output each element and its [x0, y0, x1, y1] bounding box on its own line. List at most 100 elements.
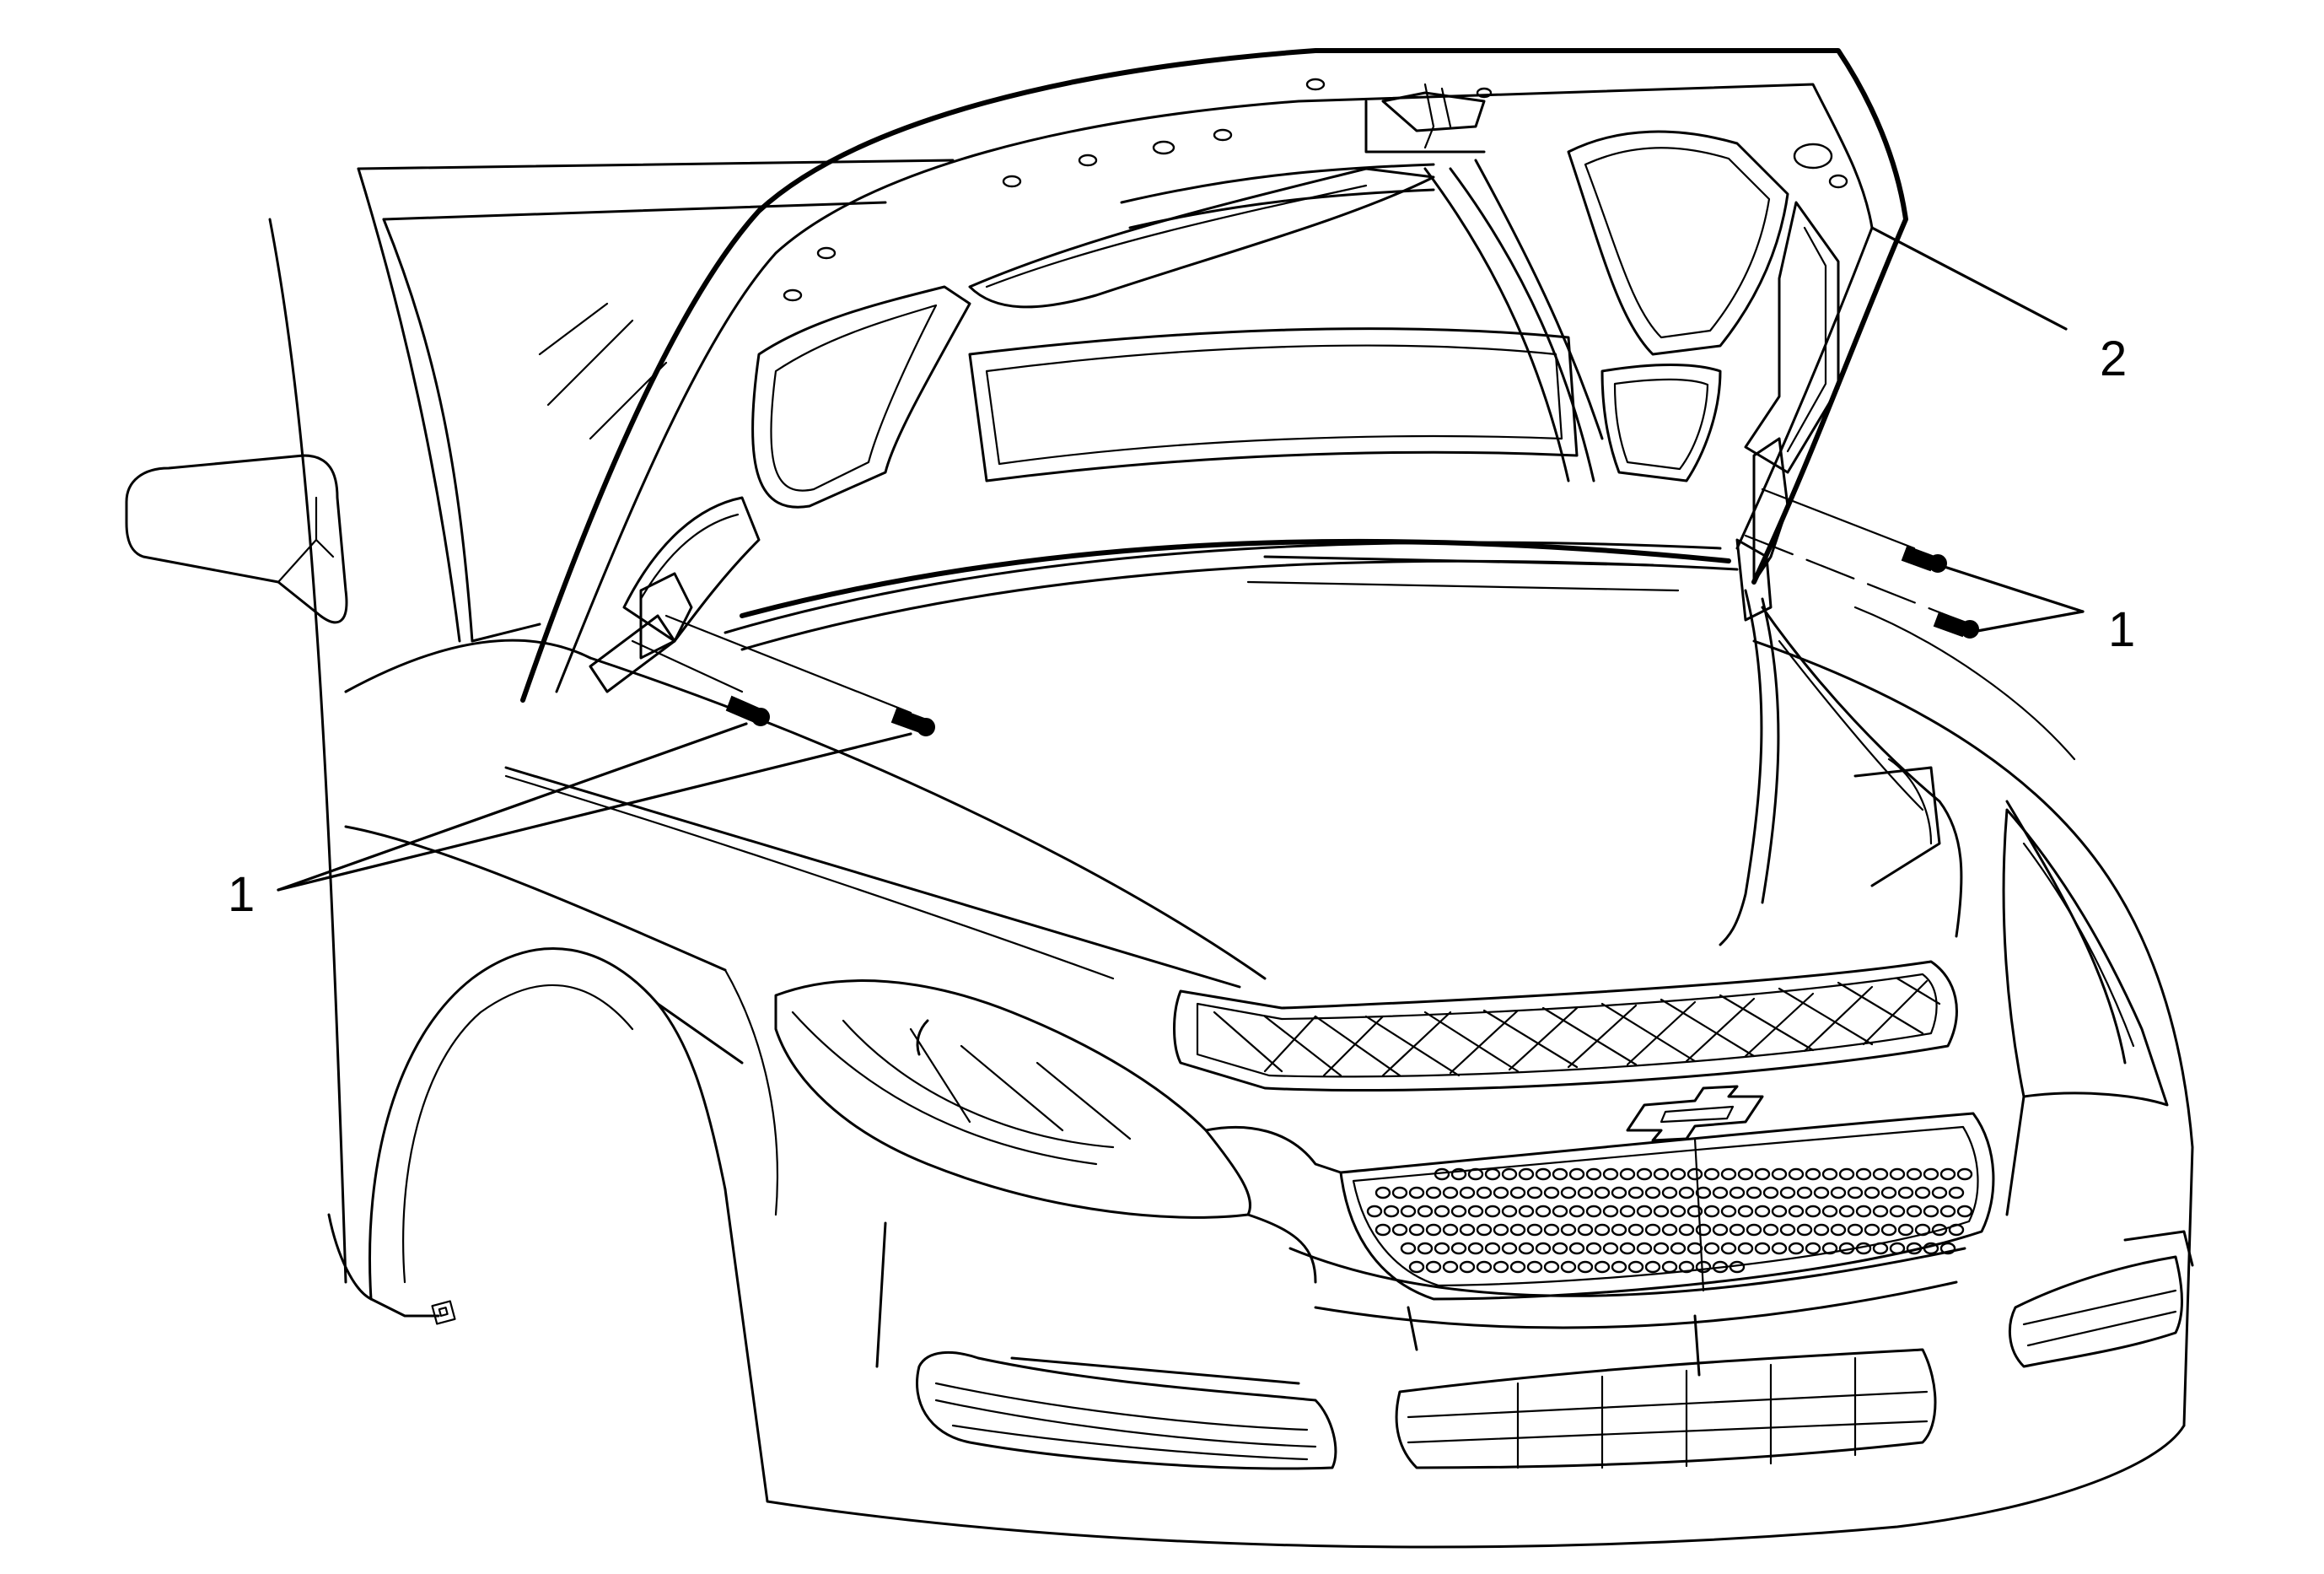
grille-hole [1543, 1186, 1560, 1199]
grille-hole [1476, 1223, 1493, 1237]
grille-hole [1914, 1223, 1931, 1237]
grille-hole [1501, 1205, 1518, 1218]
grille-hole [1864, 1223, 1880, 1237]
grille-hole [1923, 1167, 1939, 1181]
grille-hole [1493, 1260, 1509, 1274]
grille-hole [1585, 1167, 1602, 1181]
grille-hole [1509, 1260, 1526, 1274]
grille-hole [1796, 1223, 1813, 1237]
grille-hole [1805, 1167, 1821, 1181]
grille-hole [1408, 1186, 1425, 1199]
grille-hole [1442, 1223, 1459, 1237]
grille-hole [1754, 1167, 1771, 1181]
grille-hole [1627, 1260, 1644, 1274]
grille-hole [1653, 1242, 1670, 1255]
grille-hole [1568, 1205, 1585, 1218]
grille-hole [1400, 1205, 1417, 1218]
bolt-right-lower [1933, 611, 1979, 639]
vehicle-body [125, 159, 2194, 1549]
grille-hole [1560, 1223, 1577, 1237]
grille-hole [1383, 1205, 1400, 1218]
grille-hole [1872, 1242, 1889, 1255]
grille-hole [1611, 1223, 1627, 1237]
grille-hole [1788, 1205, 1805, 1218]
bolt-right-upper [1901, 545, 1947, 573]
grille-hole [1493, 1223, 1509, 1237]
grille-hole [1948, 1223, 1965, 1237]
grille-hole [1670, 1167, 1687, 1181]
grille-hole [1906, 1242, 1923, 1255]
grille-hole [1425, 1260, 1442, 1274]
grille-hole [1762, 1186, 1779, 1199]
grille-hole [1956, 1205, 1973, 1218]
grille-hole [1518, 1242, 1535, 1255]
grille-hole [1442, 1260, 1459, 1274]
grille-hole [1821, 1167, 1838, 1181]
grille-hole [1923, 1242, 1939, 1255]
grille-hole [1467, 1167, 1484, 1181]
grille-hole [1611, 1186, 1627, 1199]
grille-hole [1552, 1205, 1568, 1218]
grille-hole [1661, 1223, 1678, 1237]
grille-hole [1678, 1260, 1695, 1274]
grille-hole [1434, 1205, 1450, 1218]
grille-hole [1931, 1223, 1948, 1237]
grille-hole [1560, 1260, 1577, 1274]
grille-hole [1939, 1167, 1956, 1181]
grille-hole [1729, 1186, 1746, 1199]
grille-hole [1788, 1167, 1805, 1181]
grille-hole [1788, 1242, 1805, 1255]
hood-bolts [631, 488, 1979, 736]
grille-hole [1442, 1186, 1459, 1199]
grille-hole [1535, 1242, 1552, 1255]
grille-hole [1762, 1223, 1779, 1237]
grille-hole [1720, 1205, 1737, 1218]
grille-hole [1644, 1223, 1661, 1237]
grille-hole [1838, 1167, 1855, 1181]
grille-hole [1459, 1260, 1476, 1274]
grille-hole [1636, 1205, 1653, 1218]
grille-hole [1493, 1186, 1509, 1199]
grille-hole [1746, 1186, 1762, 1199]
grille-hole [1577, 1223, 1594, 1237]
grille-hole [1636, 1167, 1653, 1181]
grille-hole [1374, 1186, 1391, 1199]
grille-hole [1627, 1223, 1644, 1237]
grille-hole [1880, 1223, 1897, 1237]
grille-hole [1703, 1205, 1720, 1218]
grille-hole [1720, 1167, 1737, 1181]
grille-hole [1695, 1186, 1712, 1199]
grille-hole [1619, 1167, 1636, 1181]
grille-hole [1653, 1167, 1670, 1181]
grille-hole [1703, 1167, 1720, 1181]
grille-hole [1450, 1205, 1467, 1218]
grille-hole [1636, 1242, 1653, 1255]
grille-hole [1830, 1186, 1847, 1199]
grille-hole [1391, 1223, 1408, 1237]
grille-hole [1906, 1205, 1923, 1218]
grille-hole [1535, 1167, 1552, 1181]
grille-hole [1906, 1167, 1923, 1181]
grille-hole [1771, 1205, 1788, 1218]
grille-hole [1771, 1242, 1788, 1255]
callout-1-left: 1 [228, 867, 255, 922]
grille-hole [1880, 1186, 1897, 1199]
hood-panel [520, 48, 1908, 703]
grille-hole [1703, 1242, 1720, 1255]
grille-hole [1552, 1242, 1568, 1255]
grille-hole [1855, 1167, 1872, 1181]
grille-hole [1779, 1223, 1796, 1237]
grille-hole [1746, 1223, 1762, 1237]
grille-hole [1923, 1205, 1939, 1218]
grille-hole [1644, 1186, 1661, 1199]
grille-hole [1737, 1167, 1754, 1181]
grille-hole [1805, 1205, 1821, 1218]
grille-hole [1931, 1186, 1948, 1199]
grille-hole [1678, 1186, 1695, 1199]
grille-hole [1670, 1205, 1687, 1218]
grille-hole [1585, 1205, 1602, 1218]
grille-hole [1594, 1223, 1611, 1237]
front-fascia [774, 555, 2194, 1470]
grille-hole [1661, 1260, 1678, 1274]
grille-hole [1712, 1223, 1729, 1237]
